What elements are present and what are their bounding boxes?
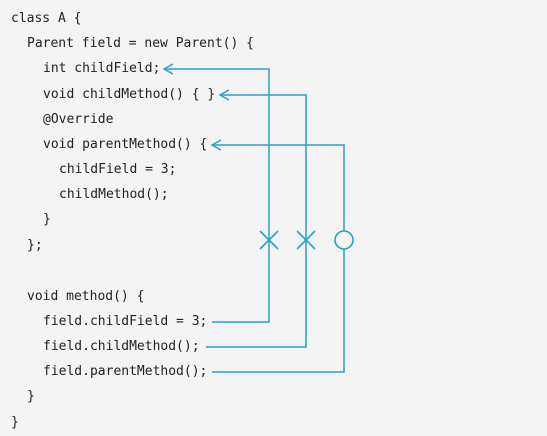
code-line-class-a: class A { <box>11 11 82 26</box>
code-line-field-parent-method-call: field.parentMethod(); <box>43 364 208 379</box>
code-line-child-method-call: childMethod(); <box>59 187 169 202</box>
code-line-anonymous-class-close: }; <box>27 238 43 253</box>
connector-line-child-method <box>206 94 307 348</box>
code-line-override-annotation: @Override <box>43 112 114 127</box>
arrowhead-icon <box>218 89 230 101</box>
arrowhead-icon <box>210 139 222 151</box>
code-line-method-close: } <box>27 389 35 404</box>
connector-line-child-field <box>166 68 270 323</box>
arrowhead-icon <box>162 63 174 75</box>
code-line-class-close: } <box>11 415 19 430</box>
code-line-field-child-method-call: field.childMethod(); <box>43 339 200 354</box>
code-line-child-field-assignment: childField = 3; <box>59 162 177 177</box>
connector-child-field <box>162 63 279 323</box>
code-line-field-child-field-access: field.childField = 3; <box>43 314 208 329</box>
code-line-parent-method-close: } <box>43 212 51 227</box>
cross-marker-icon <box>259 230 279 250</box>
connector-parent-method <box>210 139 354 373</box>
code-line-child-field-declaration: int childField; <box>43 61 161 76</box>
circle-marker-icon <box>334 230 354 250</box>
code-line-anonymous-parent-field: Parent field = new Parent() { <box>27 36 254 51</box>
code-line-method-declaration: void method() { <box>27 289 145 304</box>
connector-line-parent-method <box>212 144 345 373</box>
cross-marker-icon <box>296 230 316 250</box>
connector-child-method <box>206 89 316 348</box>
code-line-child-method-declaration: void childMethod() { } <box>43 87 216 102</box>
code-line-parent-method-declaration: void parentMethod() { <box>43 137 208 152</box>
